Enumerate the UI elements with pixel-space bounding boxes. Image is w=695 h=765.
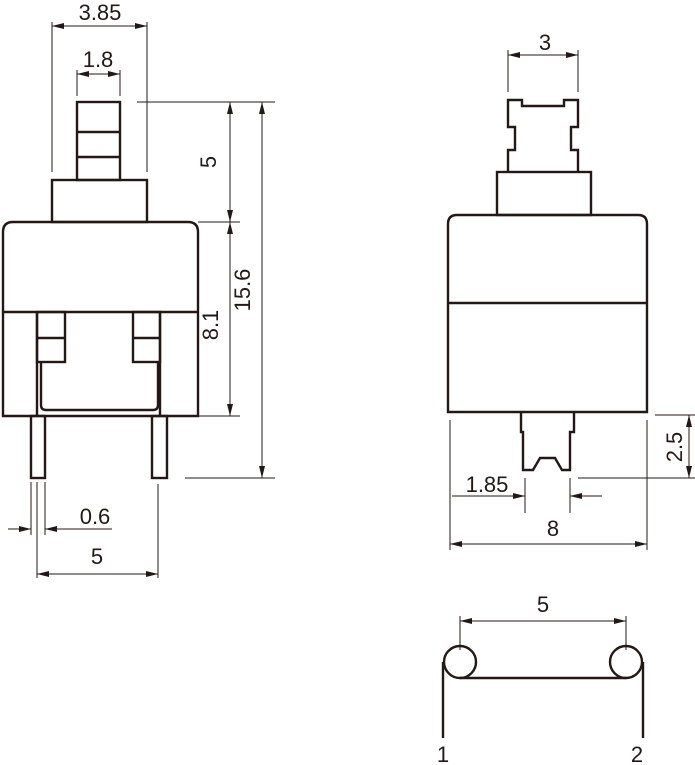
pin-right [150,414,169,480]
body [446,213,649,414]
side-view: 3.85 1.8 5 8.1 15.6 0.6 5 [1,0,275,578]
dim-1-85: 1.85 [466,472,509,497]
bottom-view: 5 1 2 [437,592,645,765]
plunger [506,98,580,172]
dim-0-6: 0.6 [80,504,111,529]
dim-8: 8 [547,516,559,541]
pin-label-2: 2 [631,742,643,765]
pin-2-circle [608,644,644,680]
dim-3-85: 3.85 [79,0,122,25]
dim-8-1: 8.1 [198,310,223,341]
collar [495,170,593,217]
dim-15-6: 15.6 [230,269,255,312]
front-view: 3 2.5 1.85 8 [446,30,695,550]
dim-5-bottom: 5 [537,592,549,617]
dim-2-5: 2.5 [662,432,687,463]
plunger [75,100,122,182]
body [1,220,200,418]
pin [519,412,576,472]
pin-left [29,414,47,480]
dim-1-8: 1.8 [83,47,114,72]
dim-5-pin-spacing: 5 [91,544,103,569]
pin-label-1: 1 [437,742,449,765]
collar [50,178,149,224]
dim-5-vertical: 5 [196,156,221,168]
dim-3: 3 [539,30,551,55]
pin-1-circle [442,644,478,680]
